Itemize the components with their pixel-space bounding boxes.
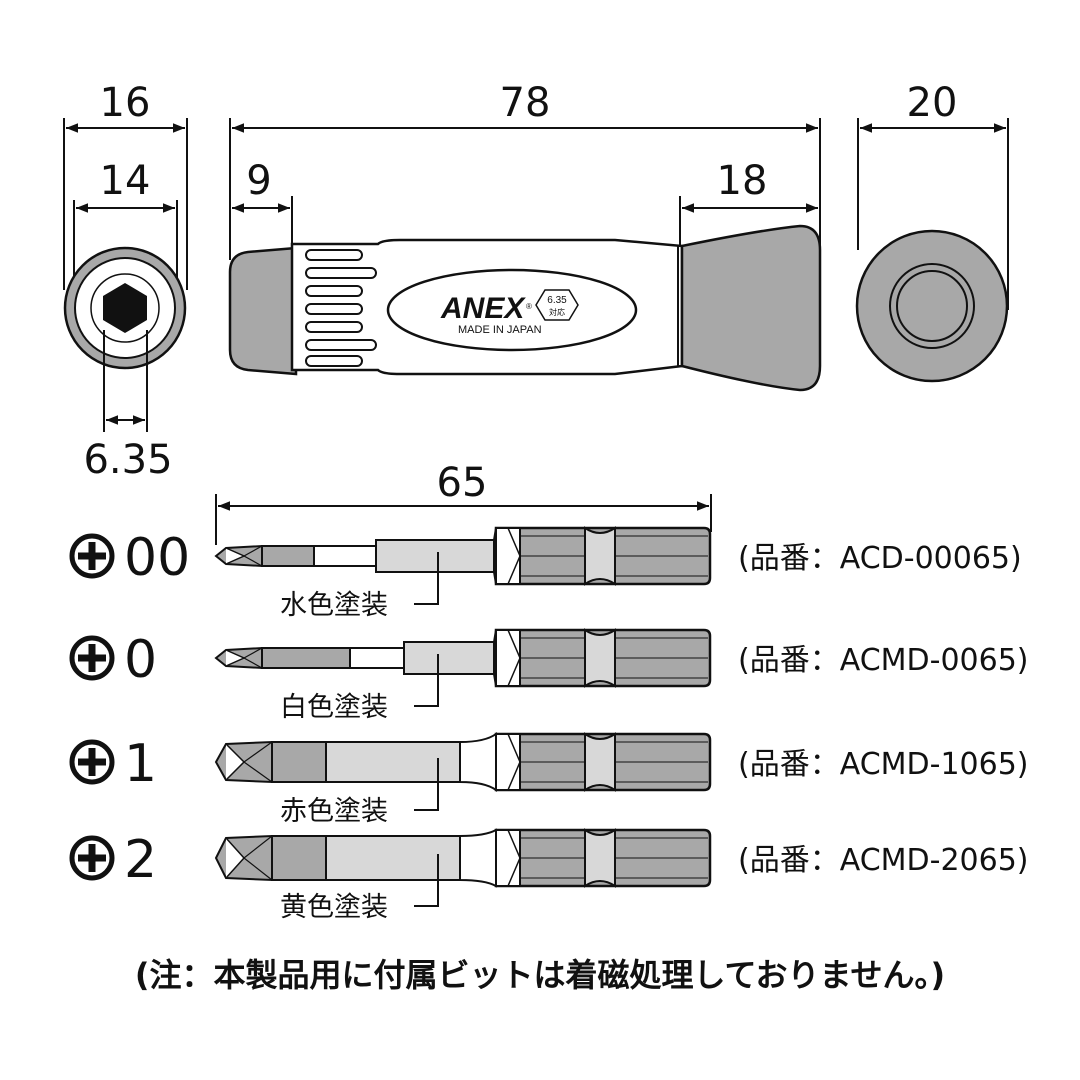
- outer-diameter-label: 16: [100, 80, 151, 126]
- registered-mark: ®: [526, 302, 532, 311]
- total-length-label: 78: [500, 80, 551, 126]
- grip-slots: [305, 249, 377, 367]
- handle-side-view: 78 9 18 ANEX ® MADE IN JAPAN: [228, 80, 822, 392]
- hex-socket-icon: [103, 283, 147, 333]
- brand-logo: ANEX: [440, 292, 526, 325]
- bit-row: 2 黄色塗装 (品番：ACMD-2065): [69, 828, 1029, 923]
- bit-size-label: 00: [124, 528, 190, 588]
- part-number: (品番：ACD-00065): [738, 541, 1022, 576]
- handle-rear-grip: [680, 224, 822, 392]
- origin-text: MADE IN JAPAN: [458, 324, 542, 336]
- phillips-icon: [69, 835, 115, 881]
- hex-size-label: 6.35: [83, 437, 172, 483]
- bit-row: 1 赤色塗装 (品番：ACMD-1065): [69, 732, 1029, 827]
- bit-size-label: 2: [124, 830, 157, 890]
- brand-oval: [386, 268, 638, 352]
- socket-end-view: 16 14 6.35: [63, 80, 188, 483]
- hex-badge-label: 対応: [549, 307, 565, 317]
- coating-label: 黄色塗装: [280, 892, 388, 923]
- bit-size-label: 1: [124, 734, 157, 794]
- hex-badge-size: 6.35: [547, 295, 567, 306]
- part-number: (品番：ACMD-1065): [738, 747, 1029, 782]
- coating-leader-line: [414, 552, 439, 605]
- hex-badge-icon: [535, 289, 579, 321]
- inner-diameter-label: 14: [100, 158, 151, 204]
- coating-leader-line: [414, 854, 439, 907]
- handle-nose: [228, 246, 298, 376]
- coating-label: 赤色塗装: [280, 796, 388, 827]
- cap-end-view: 20: [855, 80, 1009, 383]
- bit-row: 0 白色塗装 (品番：ACMD-0065): [69, 628, 1029, 723]
- bit-row: 00 水色塗装 (品番：ACD-00065): [69, 526, 1022, 621]
- grip-length-label: 18: [717, 158, 768, 204]
- coating-label: 水色塗装: [280, 590, 388, 621]
- part-number: (品番：ACMD-2065): [738, 843, 1029, 878]
- coating-label: 白色塗装: [280, 692, 388, 723]
- bit-list: 00 水色塗装 (品番：ACD-00065) 0 白色塗装 (品番：ACMD-0065) 1…: [69, 526, 1029, 923]
- phillips-icon: [69, 739, 115, 785]
- cap-diameter-label: 20: [907, 80, 958, 126]
- coating-leader-line: [414, 758, 439, 811]
- part-number: (品番：ACMD-0065): [738, 643, 1029, 678]
- coating-leader-line: [414, 654, 439, 707]
- bit-length-label: 65: [437, 460, 488, 506]
- bit-size-label: 0: [124, 630, 157, 690]
- phillips-icon: [69, 533, 115, 579]
- bit-length-dimension: 65: [215, 460, 712, 545]
- magnetization-note: (注：本製品用に付属ビットは着磁処理しておりません。): [135, 956, 945, 994]
- phillips-icon: [69, 635, 115, 681]
- front-length-label: 9: [246, 158, 271, 204]
